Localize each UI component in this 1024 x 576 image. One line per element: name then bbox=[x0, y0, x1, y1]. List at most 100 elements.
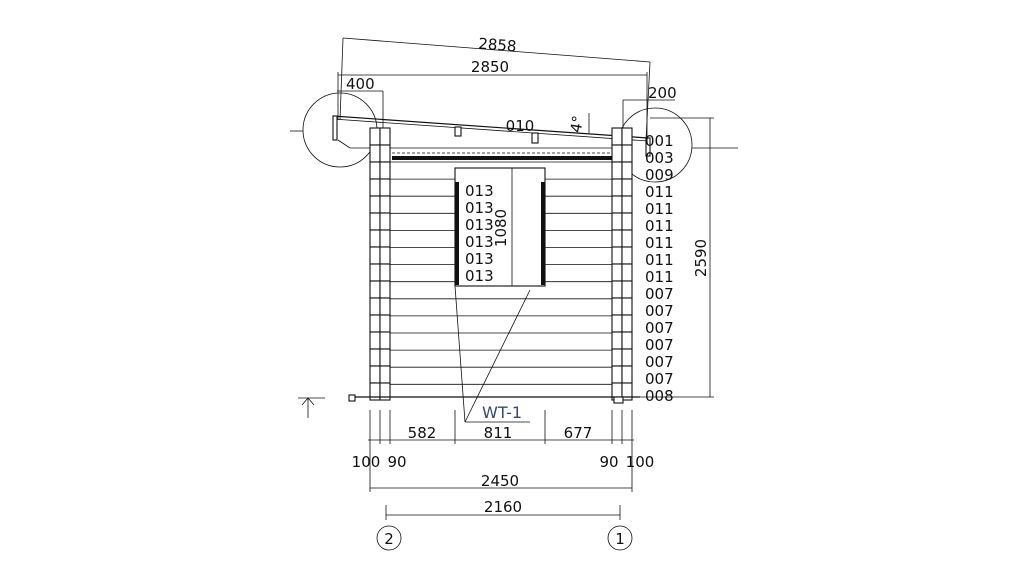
log-end bbox=[369, 297, 381, 316]
log-end bbox=[611, 280, 623, 299]
part-label: 009 bbox=[645, 166, 674, 184]
log-end bbox=[369, 314, 381, 333]
window-part-label: 013 bbox=[465, 216, 494, 234]
log-end bbox=[621, 263, 633, 282]
log-end bbox=[621, 331, 633, 350]
log-end bbox=[379, 212, 391, 231]
dim-200: 200 bbox=[622, 84, 677, 130]
log-end bbox=[379, 365, 391, 384]
window: 1080 bbox=[454, 167, 546, 287]
level-arrow-icon bbox=[298, 397, 325, 418]
axis-marker-2: 2 bbox=[376, 525, 402, 551]
part-label: 011 bbox=[645, 183, 674, 201]
svg-text:90: 90 bbox=[599, 453, 618, 471]
part-label: 011 bbox=[645, 251, 674, 269]
svg-text:2590: 2590 bbox=[692, 239, 710, 277]
svg-text:WT-1: WT-1 bbox=[482, 403, 522, 422]
log-end bbox=[369, 212, 381, 231]
log-end bbox=[621, 246, 633, 265]
log-walls bbox=[369, 127, 633, 401]
part-label: 007 bbox=[645, 353, 674, 371]
log-end bbox=[611, 178, 623, 197]
svg-text:100: 100 bbox=[626, 453, 655, 471]
log-end bbox=[621, 161, 633, 180]
window-part-label: 013 bbox=[465, 199, 494, 217]
bottom-dimensions: 582 811 677 100 90 90 100 2450 2160 bbox=[352, 410, 655, 520]
log-end bbox=[611, 144, 623, 163]
log-end bbox=[369, 161, 381, 180]
dim-400: 400 bbox=[337, 75, 384, 130]
svg-text:677: 677 bbox=[564, 424, 593, 442]
part-label: 011 bbox=[645, 217, 674, 235]
log-end bbox=[369, 246, 381, 265]
log-end bbox=[611, 212, 623, 231]
part-label: 007 bbox=[645, 319, 674, 337]
log-end bbox=[611, 297, 623, 316]
part-label: 003 bbox=[645, 149, 674, 167]
log-end bbox=[379, 127, 391, 146]
svg-text:200: 200 bbox=[648, 84, 677, 102]
part-label: 008 bbox=[645, 387, 674, 405]
log-end bbox=[611, 229, 623, 248]
log-end bbox=[621, 348, 633, 367]
dim-2850: 2850 bbox=[337, 58, 648, 140]
svg-text:2: 2 bbox=[384, 530, 394, 548]
part-label: 007 bbox=[645, 336, 674, 354]
log-end bbox=[379, 314, 391, 333]
log-end bbox=[621, 297, 633, 316]
log-end bbox=[379, 195, 391, 214]
part-label: 011 bbox=[645, 234, 674, 252]
window-part-label: 013 bbox=[465, 267, 494, 285]
svg-text:100: 100 bbox=[352, 453, 381, 471]
log-end bbox=[611, 263, 623, 282]
log-end bbox=[611, 331, 623, 350]
log-end bbox=[611, 161, 623, 180]
window-part-label: 013 bbox=[465, 233, 494, 251]
svg-text:2858: 2858 bbox=[478, 35, 517, 56]
window-part-label: 013 bbox=[465, 182, 494, 200]
axis-marker-1: 1 bbox=[607, 525, 633, 551]
roof: 010 4° bbox=[332, 113, 651, 160]
log-end bbox=[379, 297, 391, 316]
log-end bbox=[621, 212, 633, 231]
right-part-labels: 0010030090110110110110110110070070070070… bbox=[645, 132, 674, 405]
svg-text:2450: 2450 bbox=[481, 472, 519, 490]
log-end bbox=[621, 144, 633, 163]
svg-text:400: 400 bbox=[346, 75, 375, 93]
log-end bbox=[369, 263, 381, 282]
part-label: 001 bbox=[645, 132, 674, 150]
log-end bbox=[379, 348, 391, 367]
log-end bbox=[369, 144, 381, 163]
svg-text:2160: 2160 bbox=[484, 498, 522, 516]
log-end bbox=[369, 178, 381, 197]
log-end bbox=[379, 178, 391, 197]
log-end bbox=[611, 246, 623, 265]
log-end bbox=[379, 280, 391, 299]
detail-circle-left bbox=[302, 92, 378, 168]
svg-text:811: 811 bbox=[484, 424, 513, 442]
window-part-label: 013 bbox=[465, 250, 494, 268]
log-end bbox=[611, 348, 623, 367]
log-end bbox=[369, 127, 381, 146]
dim-2858: 2858 bbox=[339, 35, 651, 141]
part-label: 011 bbox=[645, 200, 674, 218]
svg-text:1080: 1080 bbox=[492, 209, 510, 247]
log-end bbox=[369, 195, 381, 214]
log-end bbox=[621, 382, 633, 401]
log-end bbox=[369, 348, 381, 367]
log-end bbox=[621, 365, 633, 384]
log-end bbox=[379, 144, 391, 163]
log-end bbox=[379, 263, 391, 282]
part-label: 011 bbox=[645, 268, 674, 286]
log-end bbox=[379, 161, 391, 180]
part-label: 007 bbox=[645, 302, 674, 320]
log-end bbox=[369, 365, 381, 384]
log-end bbox=[621, 314, 633, 333]
log-end bbox=[369, 280, 381, 299]
log-end bbox=[379, 331, 391, 350]
log-end bbox=[621, 127, 633, 146]
dim-2590: 2590 bbox=[640, 117, 714, 398]
log-end bbox=[611, 365, 623, 384]
